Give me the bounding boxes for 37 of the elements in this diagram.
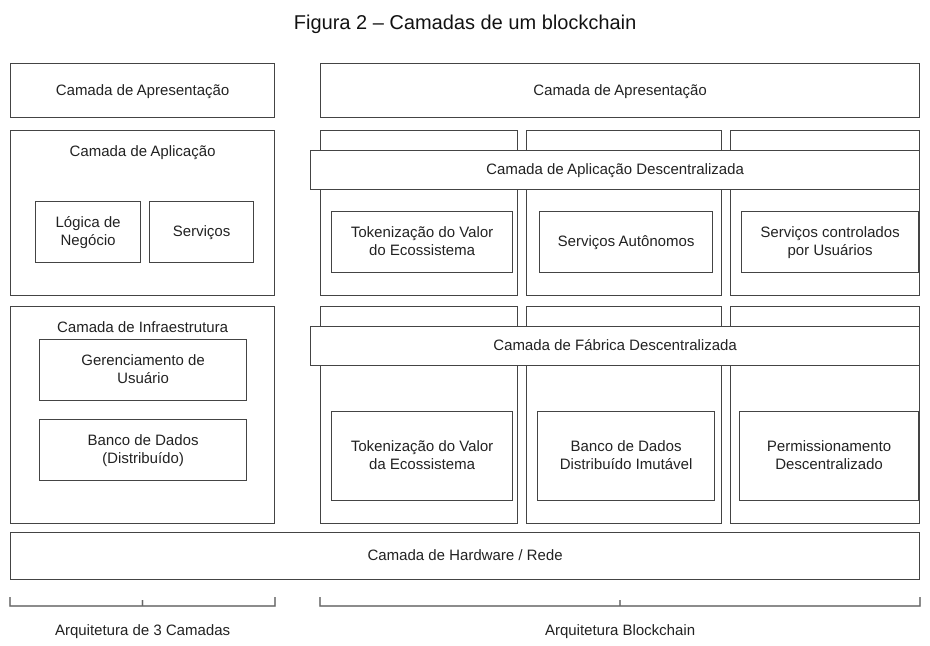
layer-panel (10, 306, 275, 524)
node-label: Banco de Dados Distribuído Imutável (558, 438, 694, 474)
layer-box (537, 411, 715, 501)
figure-title: Figura 2 – Camadas de um blockchain (294, 11, 636, 36)
layer-box (739, 411, 919, 501)
layer-box (149, 201, 254, 263)
node-label: Camada de Aplicação (68, 143, 216, 161)
layer-panel (10, 130, 275, 296)
node-label: Camada de Apresentação (54, 82, 230, 100)
layer-box (539, 211, 713, 273)
layer-box (320, 63, 920, 118)
node-label: Permissionamento Descentralizado (766, 438, 892, 474)
layer-box (10, 63, 275, 118)
layer-box (331, 211, 513, 273)
layer-box (310, 326, 920, 366)
node-label: Serviços Autônomos (556, 233, 696, 251)
node-label: Camada de Hardware / Rede (366, 547, 564, 565)
layer-box (310, 150, 920, 190)
layer-box (741, 211, 919, 273)
node-label: Camada de Fábrica Descentralizada (492, 337, 738, 355)
node-label: Serviços (172, 223, 232, 241)
node-label: Serviços controlados por Usuários (759, 224, 901, 260)
bracket-label: Arquitetura Blockchain (544, 621, 696, 641)
node-label: Tokenização do Valor do Ecossistema (350, 224, 494, 260)
node-label: Lógica de Negócio (54, 214, 122, 250)
layer-box (39, 419, 247, 481)
bracket-label: Arquitetura de 3 Camadas (54, 621, 232, 641)
layer-box (39, 339, 247, 401)
node-label: Camada de Infraestrutura (56, 319, 229, 337)
layer-box (10, 532, 920, 580)
layer-box (35, 201, 141, 263)
node-label: Banco de Dados (Distribuído) (86, 432, 200, 468)
node-label: Camada de Aplicação Descentralizada (485, 161, 745, 179)
node-label: Gerenciamento de Usuário (80, 352, 206, 388)
node-label: Tokenização do Valor da Ecossistema (350, 438, 494, 474)
node-label: Camada de Apresentação (532, 82, 708, 100)
layer-box (331, 411, 513, 501)
